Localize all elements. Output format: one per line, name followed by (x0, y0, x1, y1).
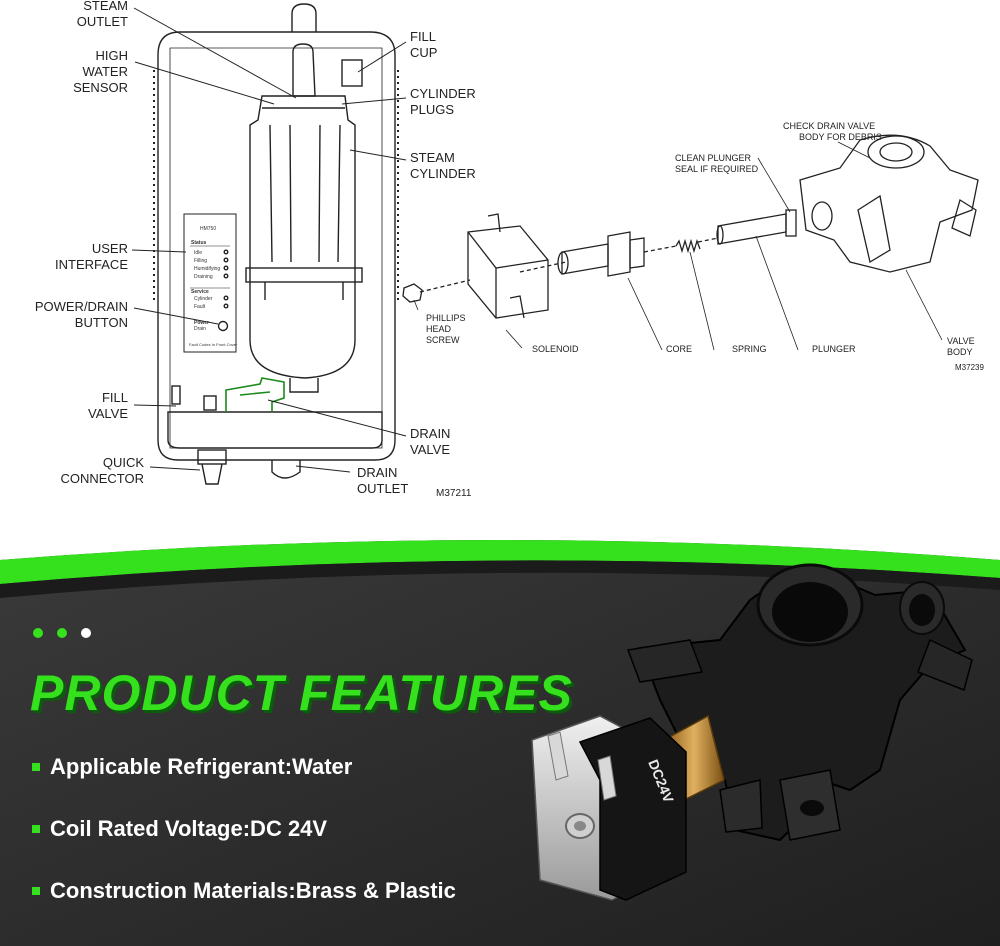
panel-power-label: Power (194, 320, 209, 326)
svg-text:BODY FOR DEBRIS: BODY FOR DEBRIS (799, 132, 882, 142)
svg-text:CONNECTOR: CONNECTOR (60, 471, 144, 486)
panel-model: HM750 (200, 226, 216, 232)
svg-text:CLEAN PLUNGER: CLEAN PLUNGER (675, 153, 752, 163)
decorative-dot (33, 628, 43, 638)
label-steam-outlet: STEAM OUTLET (77, 0, 128, 29)
label-spring: SPRING (732, 344, 767, 354)
svg-text:PLUGS: PLUGS (410, 102, 454, 117)
feature-text: Construction Materials:Brass & Plastic (50, 878, 456, 903)
panel-service-item: Cylinder (194, 296, 213, 302)
svg-text:SCREW: SCREW (426, 335, 460, 345)
svg-text:DRAIN: DRAIN (410, 426, 450, 441)
feature-item: Coil Rated Voltage:DC 24V (32, 816, 327, 842)
label-user-interface: USER INTERFACE (55, 241, 128, 272)
panel-service-heading: Service (191, 289, 209, 295)
label-drain-valve: DRAIN VALVE (410, 426, 450, 457)
feature-text: Coil Rated Voltage:DC 24V (50, 816, 328, 841)
figure-id-left: M37211 (436, 488, 472, 499)
panel-footer: Fault Codes In Front Cover (189, 342, 238, 347)
label-plunger: PLUNGER (812, 344, 856, 354)
svg-text:FILL: FILL (102, 390, 128, 405)
humidifier-diagram (131, 3, 407, 485)
panel-service-item: Fault (194, 304, 206, 310)
label-quick-connector: QUICK CONNECTOR (60, 455, 144, 486)
label-high-water-sensor: HIGH WATER SENSOR (73, 48, 128, 95)
bullet-icon (32, 825, 40, 833)
svg-text:CYLINDER: CYLINDER (410, 166, 476, 181)
label-power-drain-button: POWER/DRAIN BUTTON (35, 299, 128, 330)
svg-text:VALVE: VALVE (410, 442, 450, 457)
panel-status-item: Idle (194, 250, 202, 256)
panel-status-item: Filling (194, 258, 207, 264)
svg-text:STEAM: STEAM (83, 0, 128, 13)
label-phillips-head-screw: PHILLIPS HEAD SCREW (426, 313, 466, 345)
figure-id-right: M37239 (955, 363, 984, 372)
svg-text:STEAM: STEAM (410, 150, 455, 165)
panel-drain-label: Drain (194, 326, 206, 332)
label-drain-outlet: DRAIN OUTLET (357, 465, 408, 496)
label-steam-cylinder: STEAM CYLINDER (410, 150, 476, 181)
drain-valve-exploded-diagram (402, 134, 979, 351)
svg-text:CUP: CUP (410, 45, 437, 60)
decorative-dot (57, 628, 67, 638)
svg-text:OUTLET: OUTLET (357, 481, 408, 496)
feature-item: Construction Materials:Brass & Plastic (32, 878, 456, 904)
svg-text:PHILLIPS: PHILLIPS (426, 313, 466, 323)
label-clean-plunger: CLEAN PLUNGER SEAL IF REQUIRED (675, 153, 759, 174)
label-check-drain-valve: CHECK DRAIN VALVE BODY FOR DEBRIS (783, 121, 882, 142)
decorative-dot (81, 628, 91, 638)
svg-text:BODY: BODY (947, 347, 973, 357)
svg-text:VALVE: VALVE (947, 336, 975, 346)
panel-status-item: Draining (194, 274, 213, 280)
panel-status-item: Humidifying (194, 266, 220, 272)
svg-text:HEAD: HEAD (426, 324, 452, 334)
label-valve-body: VALVE BODY (947, 336, 975, 357)
drain-valve-product-photo: DC24V (531, 563, 973, 901)
svg-text:QUICK: QUICK (103, 455, 145, 470)
svg-text:SEAL IF REQUIRED: SEAL IF REQUIRED (675, 164, 759, 174)
feature-item: Applicable Refrigerant:Water (32, 754, 352, 780)
panel-status-heading: Status (191, 240, 207, 246)
svg-text:WATER: WATER (83, 64, 129, 79)
svg-text:HIGH: HIGH (96, 48, 129, 63)
bullet-icon (32, 887, 40, 895)
feature-text: Applicable Refrigerant:Water (50, 754, 353, 779)
label-fill-valve: FILL VALVE (88, 390, 128, 421)
label-core: CORE (666, 344, 692, 354)
bullet-icon (32, 763, 40, 771)
svg-text:SENSOR: SENSOR (73, 80, 128, 95)
label-cylinder-plugs: CYLINDER PLUGS (410, 86, 476, 117)
svg-text:VALVE: VALVE (88, 406, 128, 421)
svg-text:CHECK DRAIN VALVE: CHECK DRAIN VALVE (783, 121, 875, 131)
svg-text:INTERFACE: INTERFACE (55, 257, 128, 272)
label-solenoid: SOLENOID (532, 344, 579, 354)
svg-text:BUTTON: BUTTON (75, 315, 128, 330)
svg-text:DRAIN: DRAIN (357, 465, 397, 480)
svg-text:FILL: FILL (410, 29, 436, 44)
features-headline: PRODUCT FEATURES (30, 665, 573, 721)
label-fill-cup: FILL CUP (410, 29, 437, 60)
svg-text:OUTLET: OUTLET (77, 14, 128, 29)
svg-text:CYLINDER: CYLINDER (410, 86, 476, 101)
svg-text:USER: USER (92, 241, 128, 256)
svg-text:POWER/DRAIN: POWER/DRAIN (35, 299, 128, 314)
